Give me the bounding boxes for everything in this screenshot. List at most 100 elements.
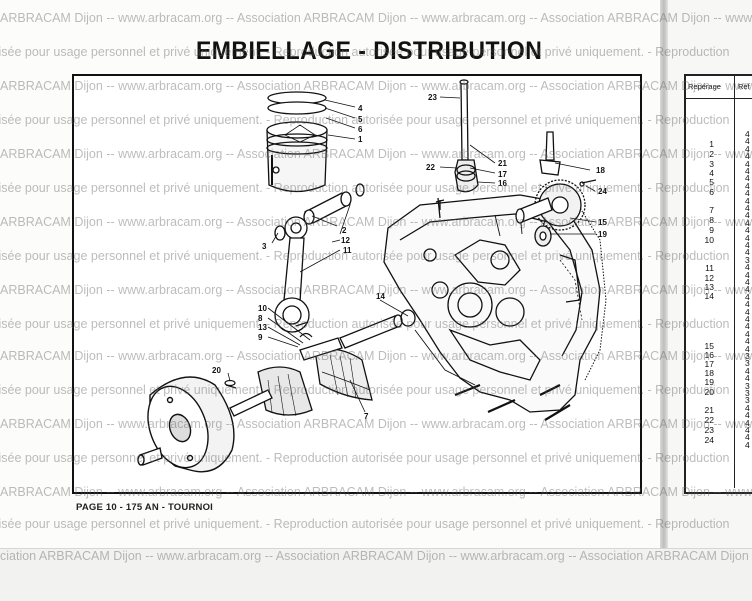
- table-row-reference: 4: [745, 425, 750, 435]
- table-row-reference: 4: [745, 233, 750, 243]
- table-row-repere: 1: [709, 139, 714, 149]
- table-row-reference: 3: [745, 395, 750, 405]
- callout: 23: [428, 93, 437, 102]
- page-title: EMBIELLAGE - DISTRIBUTION: [196, 37, 543, 65]
- table-row-repere: 6: [709, 187, 714, 197]
- table-row-reference: 4: [745, 136, 750, 146]
- callout: 11: [343, 246, 352, 255]
- table-row-reference: 4: [745, 440, 750, 450]
- table-row-repere: 9: [709, 225, 714, 235]
- table-row-repere: 5: [709, 177, 714, 187]
- table-row-reference: 4: [745, 166, 750, 176]
- callout: 12: [341, 236, 350, 245]
- callout: 15: [598, 218, 607, 227]
- table-row-reference: 4: [745, 129, 750, 139]
- callout: 8: [258, 314, 263, 323]
- table-row-reference: 4: [745, 196, 750, 206]
- table-row-repere: 18: [704, 368, 714, 378]
- table-row-repere: 11: [705, 263, 714, 273]
- table-row-reference: 4: [745, 247, 750, 257]
- scan-bottom-edge: [0, 548, 752, 601]
- table-row-reference: 4: [745, 159, 750, 169]
- table-row-repere: 4: [709, 168, 714, 178]
- table-row-reference: 4: [745, 225, 750, 235]
- callout: 4: [358, 104, 363, 113]
- table-row-reference: 3: [745, 358, 750, 368]
- table-row-reference: 4: [745, 299, 750, 309]
- callout: 20: [212, 366, 221, 375]
- table-row-repere: 22: [704, 415, 714, 425]
- callout: 9: [258, 333, 263, 342]
- table-row-reference: 3: [745, 255, 750, 265]
- table-row-reference: 3: [745, 381, 750, 391]
- table-row-reference: 4: [745, 292, 750, 302]
- table-row-repere: 21: [704, 405, 714, 415]
- distribution-parts: [454, 79, 597, 247]
- book-gutter: [660, 0, 668, 548]
- piston-group: [266, 91, 328, 193]
- crankshaft: [229, 309, 416, 417]
- table-row-repere: 12: [704, 273, 714, 283]
- callout: 10: [258, 304, 267, 313]
- table-row-reference: 4: [745, 321, 750, 331]
- table-row-reference: 4: [745, 344, 750, 354]
- table-row-reference: 4: [745, 188, 750, 198]
- table-row-reference: 4: [745, 432, 750, 442]
- table-row-repere: 13: [704, 282, 714, 292]
- table-row-reference: 4: [745, 307, 750, 317]
- table-row-repere: 15: [704, 341, 714, 351]
- table-row-repere: 23: [704, 425, 714, 435]
- callout: 7: [364, 412, 369, 421]
- callout: 16: [498, 179, 507, 188]
- table-row-repere: 2: [709, 149, 714, 159]
- table-row-reference: 4: [745, 277, 750, 287]
- table-row-reference: 4: [745, 314, 750, 324]
- table-row-reference: 4: [745, 203, 750, 213]
- table-row-repere: 7: [709, 205, 714, 215]
- callout: 5: [358, 115, 363, 124]
- table-row-reference: 4: [745, 418, 750, 428]
- page-footer: PAGE 10 - 175 AN - TOURNOI: [76, 502, 213, 513]
- table-row-repere: 10: [704, 235, 714, 245]
- table-row-repere: 17: [704, 359, 714, 369]
- leader-lines: [227, 96, 597, 413]
- table-row-reference: 4: [745, 410, 750, 420]
- table-row-repere: 16: [704, 350, 714, 360]
- table-row-repere: 8: [709, 215, 714, 225]
- callout: 24: [598, 187, 607, 196]
- table-row-reference: 4: [745, 329, 750, 339]
- crankcase-drawing: [383, 194, 601, 421]
- callout: 14: [376, 292, 385, 301]
- table-row-reference: 4: [745, 270, 750, 280]
- table-row-reference: 4: [745, 144, 750, 154]
- table-row-reference: 4: [745, 151, 750, 161]
- callout: 6: [358, 125, 363, 134]
- table-row-repere: 14: [704, 291, 714, 301]
- table-row-repere: 24: [704, 435, 714, 445]
- table-row-reference: 4: [745, 336, 750, 346]
- table-row-reference: 4: [745, 173, 750, 183]
- table-row-reference: 3: [745, 388, 750, 398]
- flywheel: [137, 376, 235, 473]
- table-row-reference: 4: [745, 240, 750, 250]
- table-row-reference: 4: [745, 262, 750, 272]
- piston-pin-group: [274, 183, 365, 241]
- table-row-reference: 4: [745, 218, 750, 228]
- table-row-reference: 4: [745, 210, 750, 220]
- callout: 21: [498, 159, 507, 168]
- callout: 22: [426, 163, 435, 172]
- table-row-reference: 4: [745, 284, 750, 294]
- header-reference: Réf: [738, 82, 750, 91]
- callout: 13: [258, 323, 267, 332]
- table-row-repere: 20: [704, 387, 714, 397]
- table-row-repere: 19: [704, 377, 714, 387]
- callout: 19: [598, 230, 607, 239]
- callout: 2: [342, 226, 347, 235]
- table-row-reference: 4: [745, 181, 750, 191]
- table-row-reference: 4: [745, 373, 750, 383]
- table-row-repere: 3: [709, 159, 714, 169]
- parts-table: [684, 74, 752, 494]
- header-repere: Repérage: [688, 82, 721, 91]
- callout-labels: 23 4 5 6 1 21 22 17 16 18 24 3 2 12 11 1…: [212, 93, 607, 421]
